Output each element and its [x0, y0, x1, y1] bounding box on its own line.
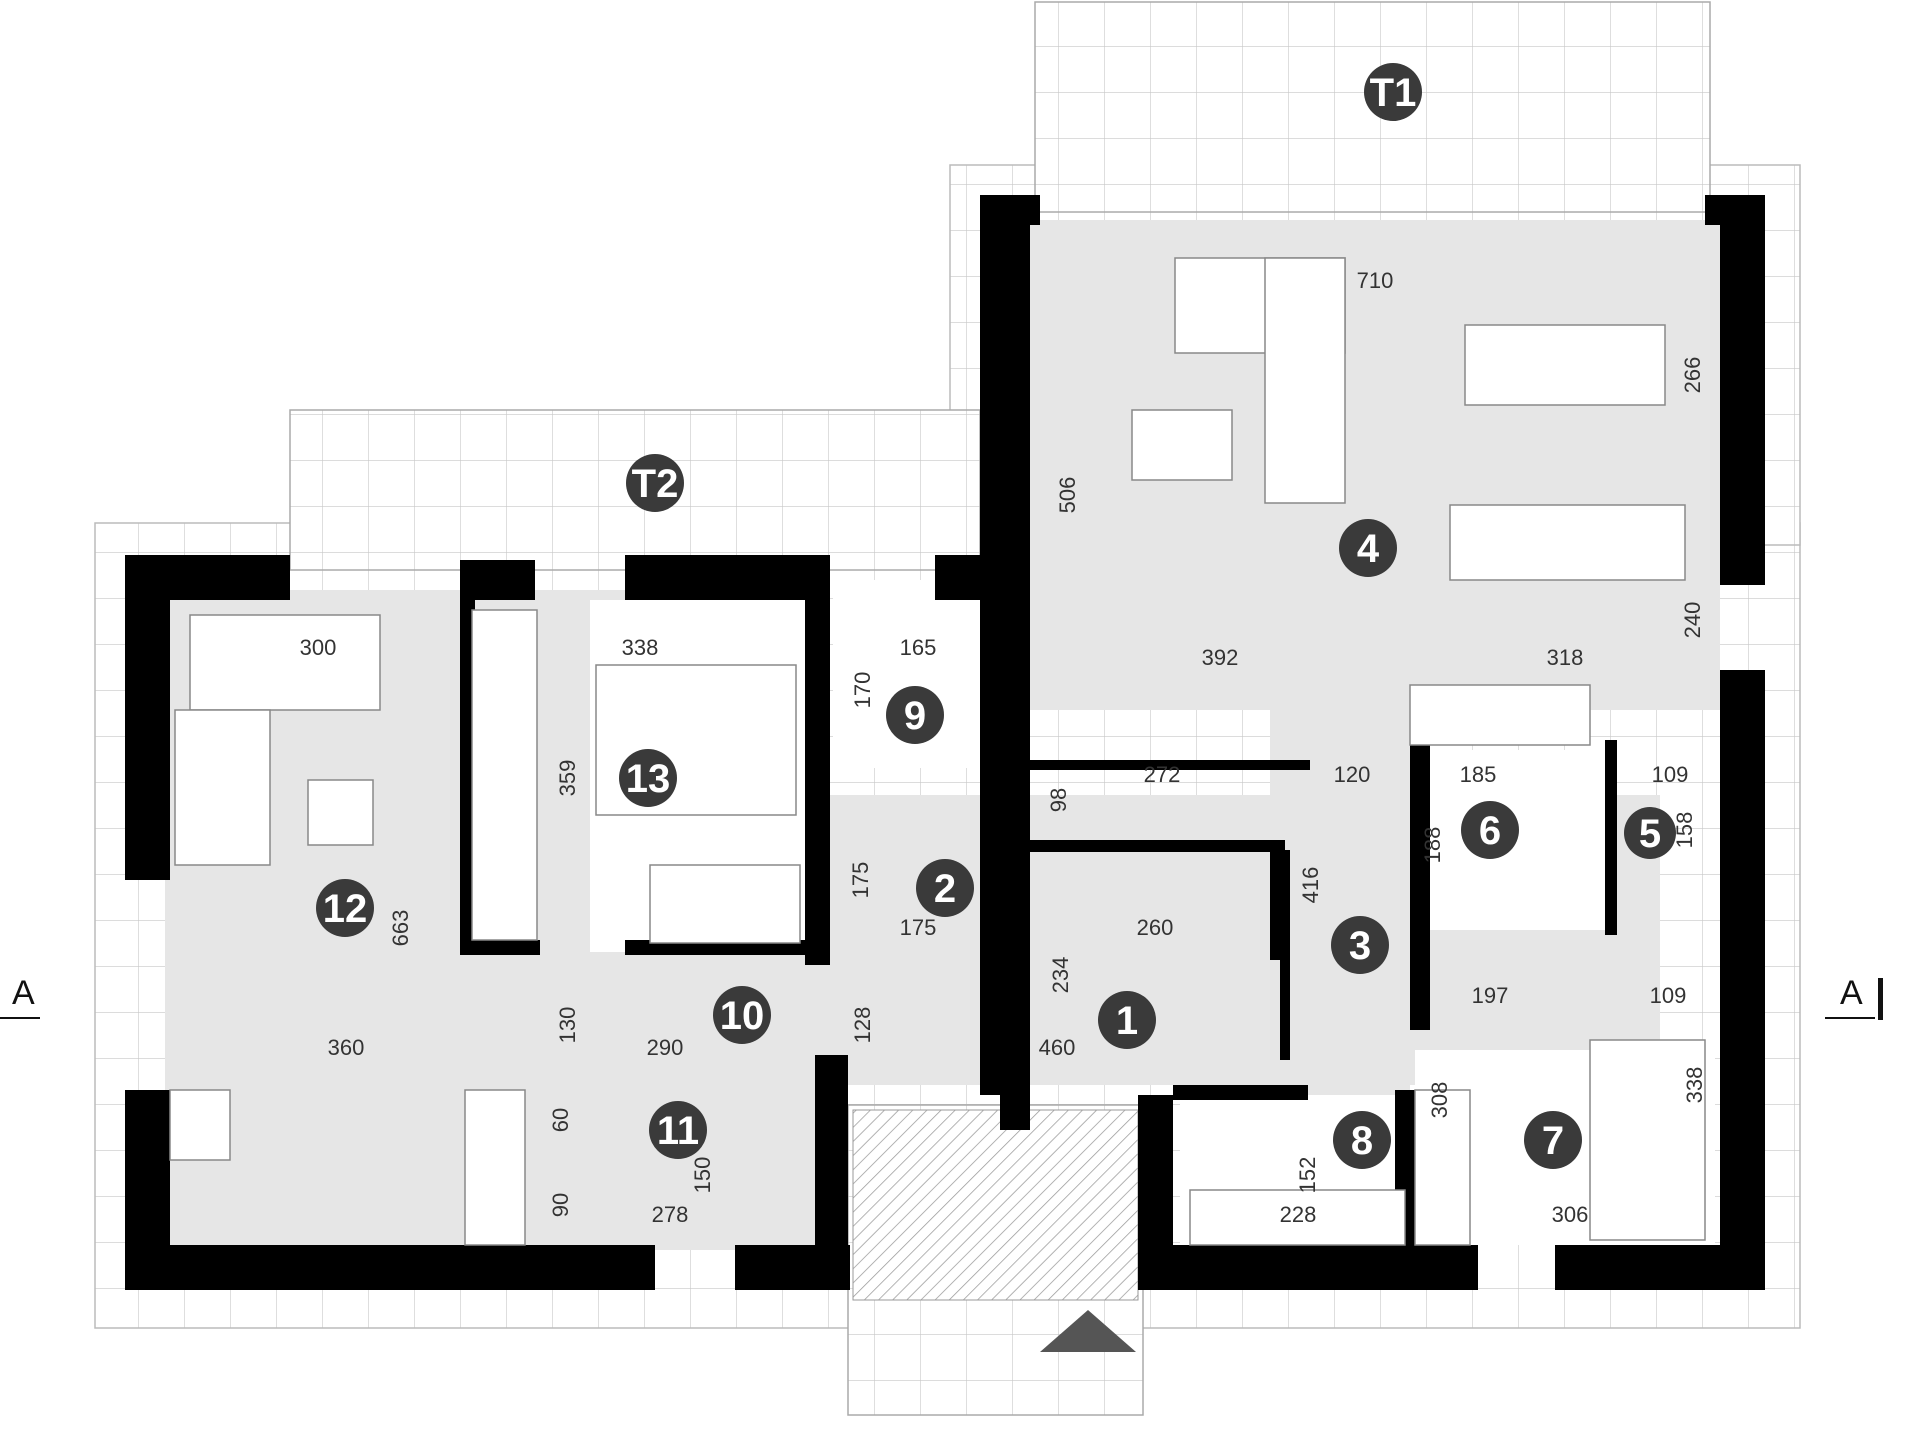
dim-266: 266: [1680, 357, 1705, 394]
room-label-6: 6: [1479, 809, 1501, 853]
room-label-5: 5: [1639, 812, 1661, 856]
dim-175-vertical: 175: [848, 862, 873, 899]
terrace-label-t1: T1: [1370, 71, 1417, 115]
room-badges: 1 2 3 4 5 6 7 8: [316, 63, 1676, 1169]
room-label-2: 2: [934, 867, 956, 911]
room-label-3: 3: [1349, 924, 1371, 968]
dim-663: 663: [388, 910, 413, 947]
room-badge-4: 4: [1339, 519, 1397, 577]
room-label-4: 4: [1357, 527, 1380, 571]
room-label-10: 10: [720, 994, 765, 1038]
dim-338-bedroom: 338: [622, 635, 659, 660]
dim-109-mid: 109: [1650, 983, 1687, 1008]
dim-278: 278: [652, 1202, 689, 1227]
terrace-label-t2: T2: [632, 462, 679, 506]
dim-228: 228: [1280, 1202, 1317, 1227]
dim-60: 60: [548, 1108, 573, 1132]
dim-188: 188: [1420, 827, 1445, 864]
terrace-badge-t2: T2: [626, 454, 684, 512]
furniture: [169, 257, 1706, 1246]
entrance-steps: [847, 1104, 1144, 1416]
dim-234: 234: [1048, 957, 1073, 994]
dim-240: 240: [1680, 602, 1705, 639]
room-badge-12: 12: [316, 879, 374, 937]
dim-506: 506: [1055, 477, 1080, 514]
dim-338-room7: 338: [1682, 1067, 1707, 1104]
dim-308: 308: [1427, 1082, 1452, 1119]
dim-272: 272: [1144, 762, 1181, 787]
room-label-7: 7: [1542, 1119, 1564, 1163]
dim-290: 290: [647, 1035, 684, 1060]
dim-359: 359: [555, 760, 580, 797]
section-label-left: A: [12, 974, 35, 1012]
room-label-12: 12: [323, 887, 368, 931]
room-label-11: 11: [657, 1109, 699, 1153]
dim-98: 98: [1046, 788, 1071, 812]
dim-150: 150: [690, 1157, 715, 1194]
terrace-badge-t1: T1: [1364, 63, 1422, 121]
room-badge-5: 5: [1624, 807, 1676, 859]
dim-185: 185: [1460, 762, 1497, 787]
room-badge-1: 1: [1098, 991, 1156, 1049]
dim-300: 300: [300, 635, 337, 660]
dim-158: 158: [1672, 812, 1697, 849]
room-badge-9: 9: [886, 686, 944, 744]
room-label-1: 1: [1116, 999, 1138, 1043]
section-mark-right: A: [1825, 974, 1883, 1020]
dim-175-horizontal: 175: [900, 915, 937, 940]
section-label-right: A: [1840, 974, 1863, 1012]
dim-152: 152: [1295, 1157, 1320, 1194]
dim-710: 710: [1357, 268, 1394, 293]
dim-318: 318: [1547, 645, 1584, 670]
dim-306: 306: [1552, 1202, 1589, 1227]
dim-392: 392: [1202, 645, 1239, 670]
room-badge-11: 11: [649, 1101, 707, 1159]
entrance-arrow-icon: [1040, 1310, 1136, 1352]
dim-165: 165: [900, 635, 937, 660]
dim-128: 128: [850, 1007, 875, 1044]
walls: [125, 195, 1765, 1290]
dim-260: 260: [1137, 915, 1174, 940]
dimensions: 710 266 506 392 318 240 300 338 165 170 …: [300, 268, 1707, 1227]
room-badge-8: 8: [1333, 1111, 1391, 1169]
dim-360: 360: [328, 1035, 365, 1060]
room-badge-7: 7: [1524, 1111, 1582, 1169]
dim-109-top: 109: [1652, 762, 1689, 787]
room-label-9: 9: [904, 694, 926, 738]
dim-130: 130: [555, 1007, 580, 1044]
dim-197: 197: [1472, 983, 1509, 1008]
room-badge-6: 6: [1461, 801, 1519, 859]
room-badge-2: 2: [916, 859, 974, 917]
room-badge-13: 13: [619, 749, 677, 807]
room-label-8: 8: [1351, 1119, 1373, 1163]
room-label-13: 13: [626, 757, 671, 801]
section-mark-left: A: [0, 974, 40, 1019]
room-badge-10: 10: [713, 986, 771, 1044]
dim-416: 416: [1298, 867, 1323, 904]
dim-170: 170: [850, 672, 875, 709]
room-badge-3: 3: [1331, 916, 1389, 974]
dim-120: 120: [1334, 762, 1371, 787]
dim-90: 90: [548, 1193, 573, 1217]
dim-460: 460: [1039, 1035, 1076, 1060]
